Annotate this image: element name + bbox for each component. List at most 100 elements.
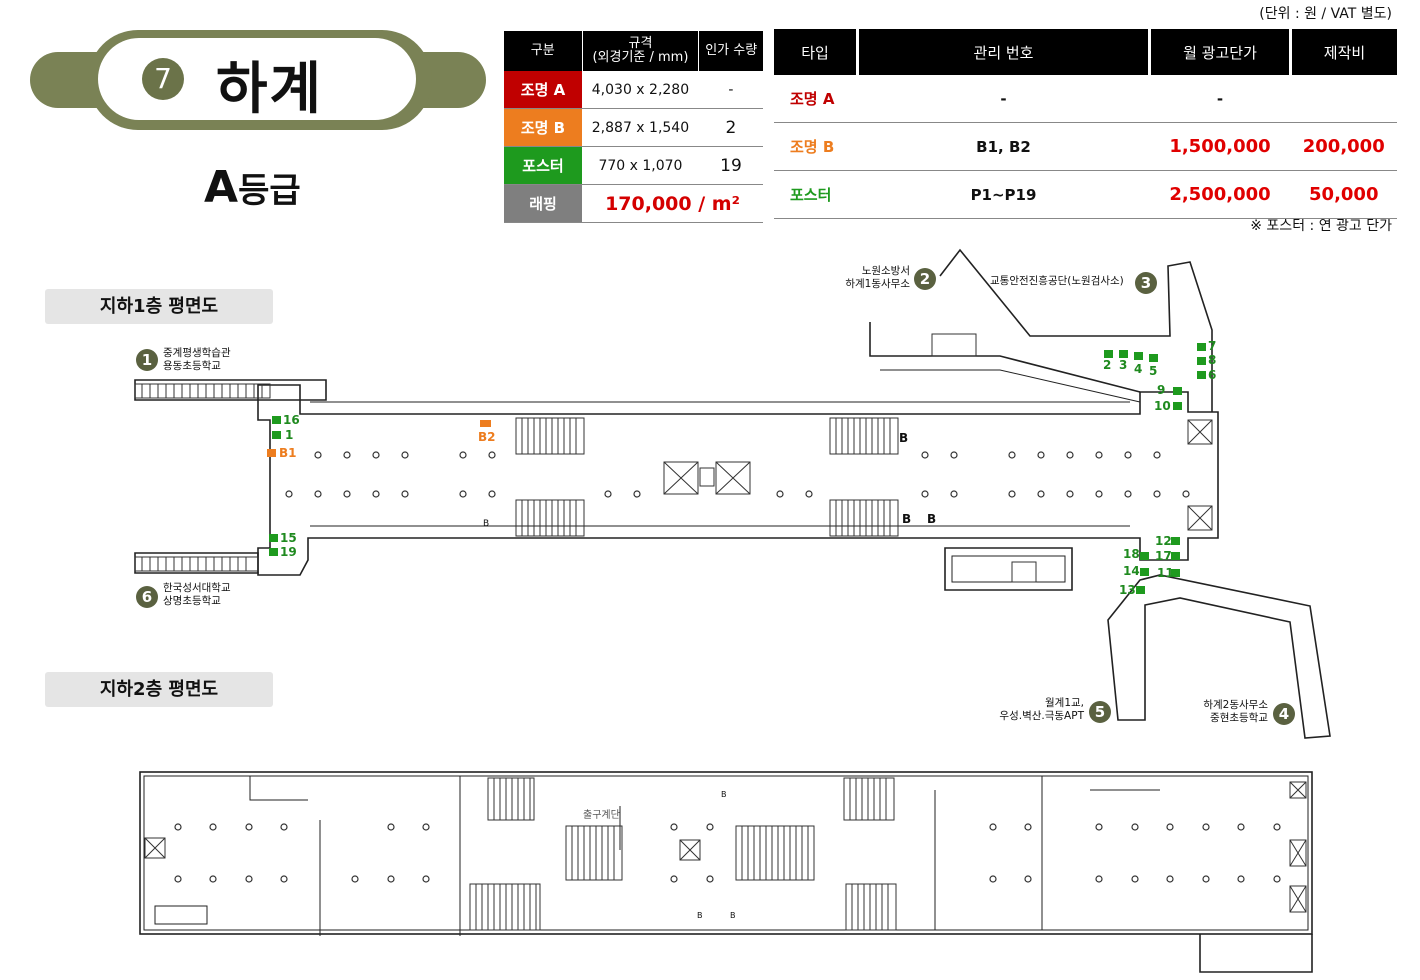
poster-marker-label: 18: [1123, 547, 1140, 561]
spec-qty: 2: [698, 108, 763, 147]
light-b-marker: B: [902, 512, 912, 526]
poster-marker-label: 6: [1208, 368, 1217, 382]
grade-label: A등급: [204, 162, 301, 213]
price-header-monthly: 월 광고단가: [1149, 29, 1292, 75]
poster-marker[interactable]: [1197, 371, 1206, 379]
price-production: [1290, 75, 1397, 123]
spec-header-row: 구분 규격(외경기준 / mm) 인가 수량: [504, 31, 763, 71]
exit-badge: 6: [136, 586, 158, 608]
spec-header-size-sub: (외경기준 / mm): [592, 50, 689, 65]
poster-marker-label: 9: [1157, 383, 1166, 397]
spec-header-size-main: 규격: [628, 36, 653, 51]
b1-stairs: [134, 333, 977, 572]
spec-table: 구분 규격(외경기준 / mm) 인가 수량 조명 A 4,030 x 2,28…: [504, 31, 763, 223]
price-row: 포스터 P1~P19 2,500,000 50,000: [774, 170, 1397, 219]
poster-marker[interactable]: [1197, 343, 1206, 351]
poster-marker[interactable]: [269, 548, 278, 556]
unit-note: (단위 : 원 / VAT 별도): [1259, 6, 1392, 22]
exit-label-line: 중계평생학습관: [163, 347, 231, 359]
spec-label: 조명 A: [504, 71, 582, 109]
exit-badge: 5: [1089, 701, 1111, 723]
price-monthly: -: [1149, 75, 1291, 123]
light-marker[interactable]: [480, 420, 491, 427]
poster-marker-label: 3: [1119, 358, 1128, 372]
poster-marker[interactable]: [1140, 568, 1149, 576]
wrap-label: 래핑: [504, 184, 582, 223]
spec-row: 포스터 770 x 1,070 19: [504, 146, 763, 185]
b2-stairs: [469, 777, 897, 931]
exit-label-line: 한국성서대학교: [163, 582, 231, 594]
poster-marker-label: 5: [1149, 364, 1158, 378]
poster-marker[interactable]: [1171, 569, 1180, 577]
exit-badge: 3: [1135, 272, 1157, 294]
exit-label-line: 상명초등학교: [163, 595, 221, 607]
price-header-row: 타입 관리 번호 월 광고단가 제작비: [774, 29, 1397, 75]
wrap-price: 170,000 / m²: [582, 184, 763, 223]
exit-label-line: 하계2동사무소: [1203, 699, 1268, 711]
poster-marker[interactable]: [272, 431, 281, 439]
b1-columns: [285, 451, 1190, 498]
poster-marker-label: 4: [1134, 362, 1143, 376]
poster-marker[interactable]: [1171, 552, 1180, 560]
spec-label: 조명 B: [504, 108, 582, 147]
price-production: 200,000: [1290, 122, 1397, 171]
spec-row: 조명 A 4,030 x 2,280 -: [504, 71, 763, 109]
b2-stair-treads: [475, 778, 889, 930]
b1-floor-label: 지하1층 평면도: [45, 289, 273, 324]
light-marker[interactable]: [267, 449, 276, 457]
exit-badge: 4: [1273, 703, 1295, 725]
exit-badge: 1: [136, 349, 158, 371]
poster-marker[interactable]: [1171, 537, 1180, 545]
b2-floor-label: 지하2층 평면도: [45, 672, 273, 707]
b2-columns: [174, 823, 1281, 883]
poster-marker[interactable]: [1149, 354, 1158, 362]
b2-floor-plan: [139, 771, 1313, 973]
poster-marker-label: 8: [1208, 353, 1217, 367]
spec-qty: 19: [698, 146, 763, 185]
exit-label-line: 월계1교,: [1045, 697, 1084, 709]
poster-marker-label: 16: [283, 413, 300, 427]
b1-floor-plan: [134, 248, 1331, 739]
poster-marker[interactable]: [1140, 552, 1149, 560]
poster-marker[interactable]: [1134, 352, 1143, 360]
station-number-badge: 7: [142, 58, 184, 100]
exit-label-line: 우성.벽산.극동APT: [999, 710, 1084, 722]
poster-marker-label: 2: [1103, 358, 1112, 372]
exit-label-line: 중현초등학교: [1210, 712, 1268, 724]
poster-marker[interactable]: [1197, 357, 1206, 365]
light-b-marker: B: [899, 431, 909, 445]
price-ids: -: [857, 75, 1150, 123]
price-production: 50,000: [1290, 170, 1397, 219]
poster-marker-label: 1: [285, 428, 294, 442]
price-ids: B1, B2: [857, 122, 1150, 171]
poster-marker[interactable]: [1173, 387, 1182, 395]
light-b-marker: B: [697, 911, 703, 920]
poster-note: ※ 포스터 : 연 광고 단가: [1250, 218, 1392, 234]
light-b-marker: B: [483, 519, 490, 529]
poster-marker[interactable]: [1119, 350, 1128, 358]
price-header-ids: 관리 번호: [857, 29, 1151, 75]
exit-badge: 2: [914, 268, 936, 290]
grade-suffix: 등급: [238, 171, 301, 211]
spec-row: 조명 B 2,887 x 1,540 2: [504, 108, 763, 147]
poster-marker-label: 11: [1157, 566, 1174, 580]
exit-label: 월계1교,우성.벽산.극동APT: [990, 697, 1084, 723]
grade-letter: A: [204, 162, 239, 213]
poster-marker-label: 12: [1155, 534, 1172, 548]
exit-label-line: 하계1동사무소: [845, 278, 910, 290]
b2-stair-label: 출구계단: [583, 810, 620, 821]
station-name: 하계: [216, 57, 324, 122]
poster-marker[interactable]: [1136, 586, 1145, 594]
poster-marker[interactable]: [1173, 402, 1182, 410]
spec-size: 770 x 1,070: [582, 146, 699, 185]
poster-marker[interactable]: [272, 416, 281, 424]
poster-marker[interactable]: [1104, 350, 1113, 358]
light-b-marker: B: [721, 790, 727, 799]
price-header-production: 제작비: [1290, 29, 1397, 75]
poster-marker[interactable]: [269, 534, 278, 542]
